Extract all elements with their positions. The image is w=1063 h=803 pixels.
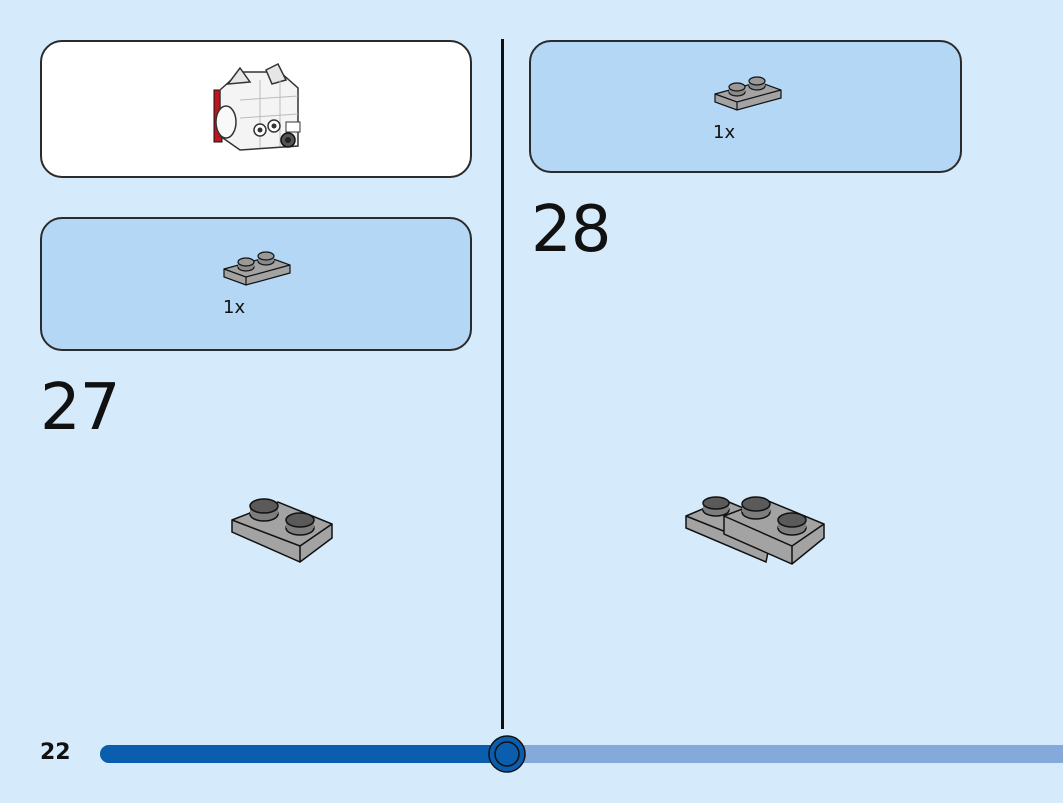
step-28-stacked-plates-icon [685,496,825,565]
step-number-27: 27 [40,371,120,445]
parts-callout-left: 1x [40,217,472,351]
progress-bar [100,745,1063,763]
progress-bar-fill [100,745,507,763]
parts-callout-right: 1x [529,40,962,173]
white-brick-creature-icon [213,62,301,151]
part-quantity-right: 1x [713,122,736,143]
part-quantity-left: 1x [223,297,246,318]
column-divider [501,39,504,729]
step-number-28: 28 [531,193,611,267]
step-27-gray-plate-icon [231,498,333,563]
gray-plate-1x2-icon [223,251,291,286]
assembly-preview-box [40,40,472,178]
progress-knob-icon [488,735,526,773]
page-number: 22 [40,740,71,765]
gray-plate-1x2-icon [714,76,782,111]
